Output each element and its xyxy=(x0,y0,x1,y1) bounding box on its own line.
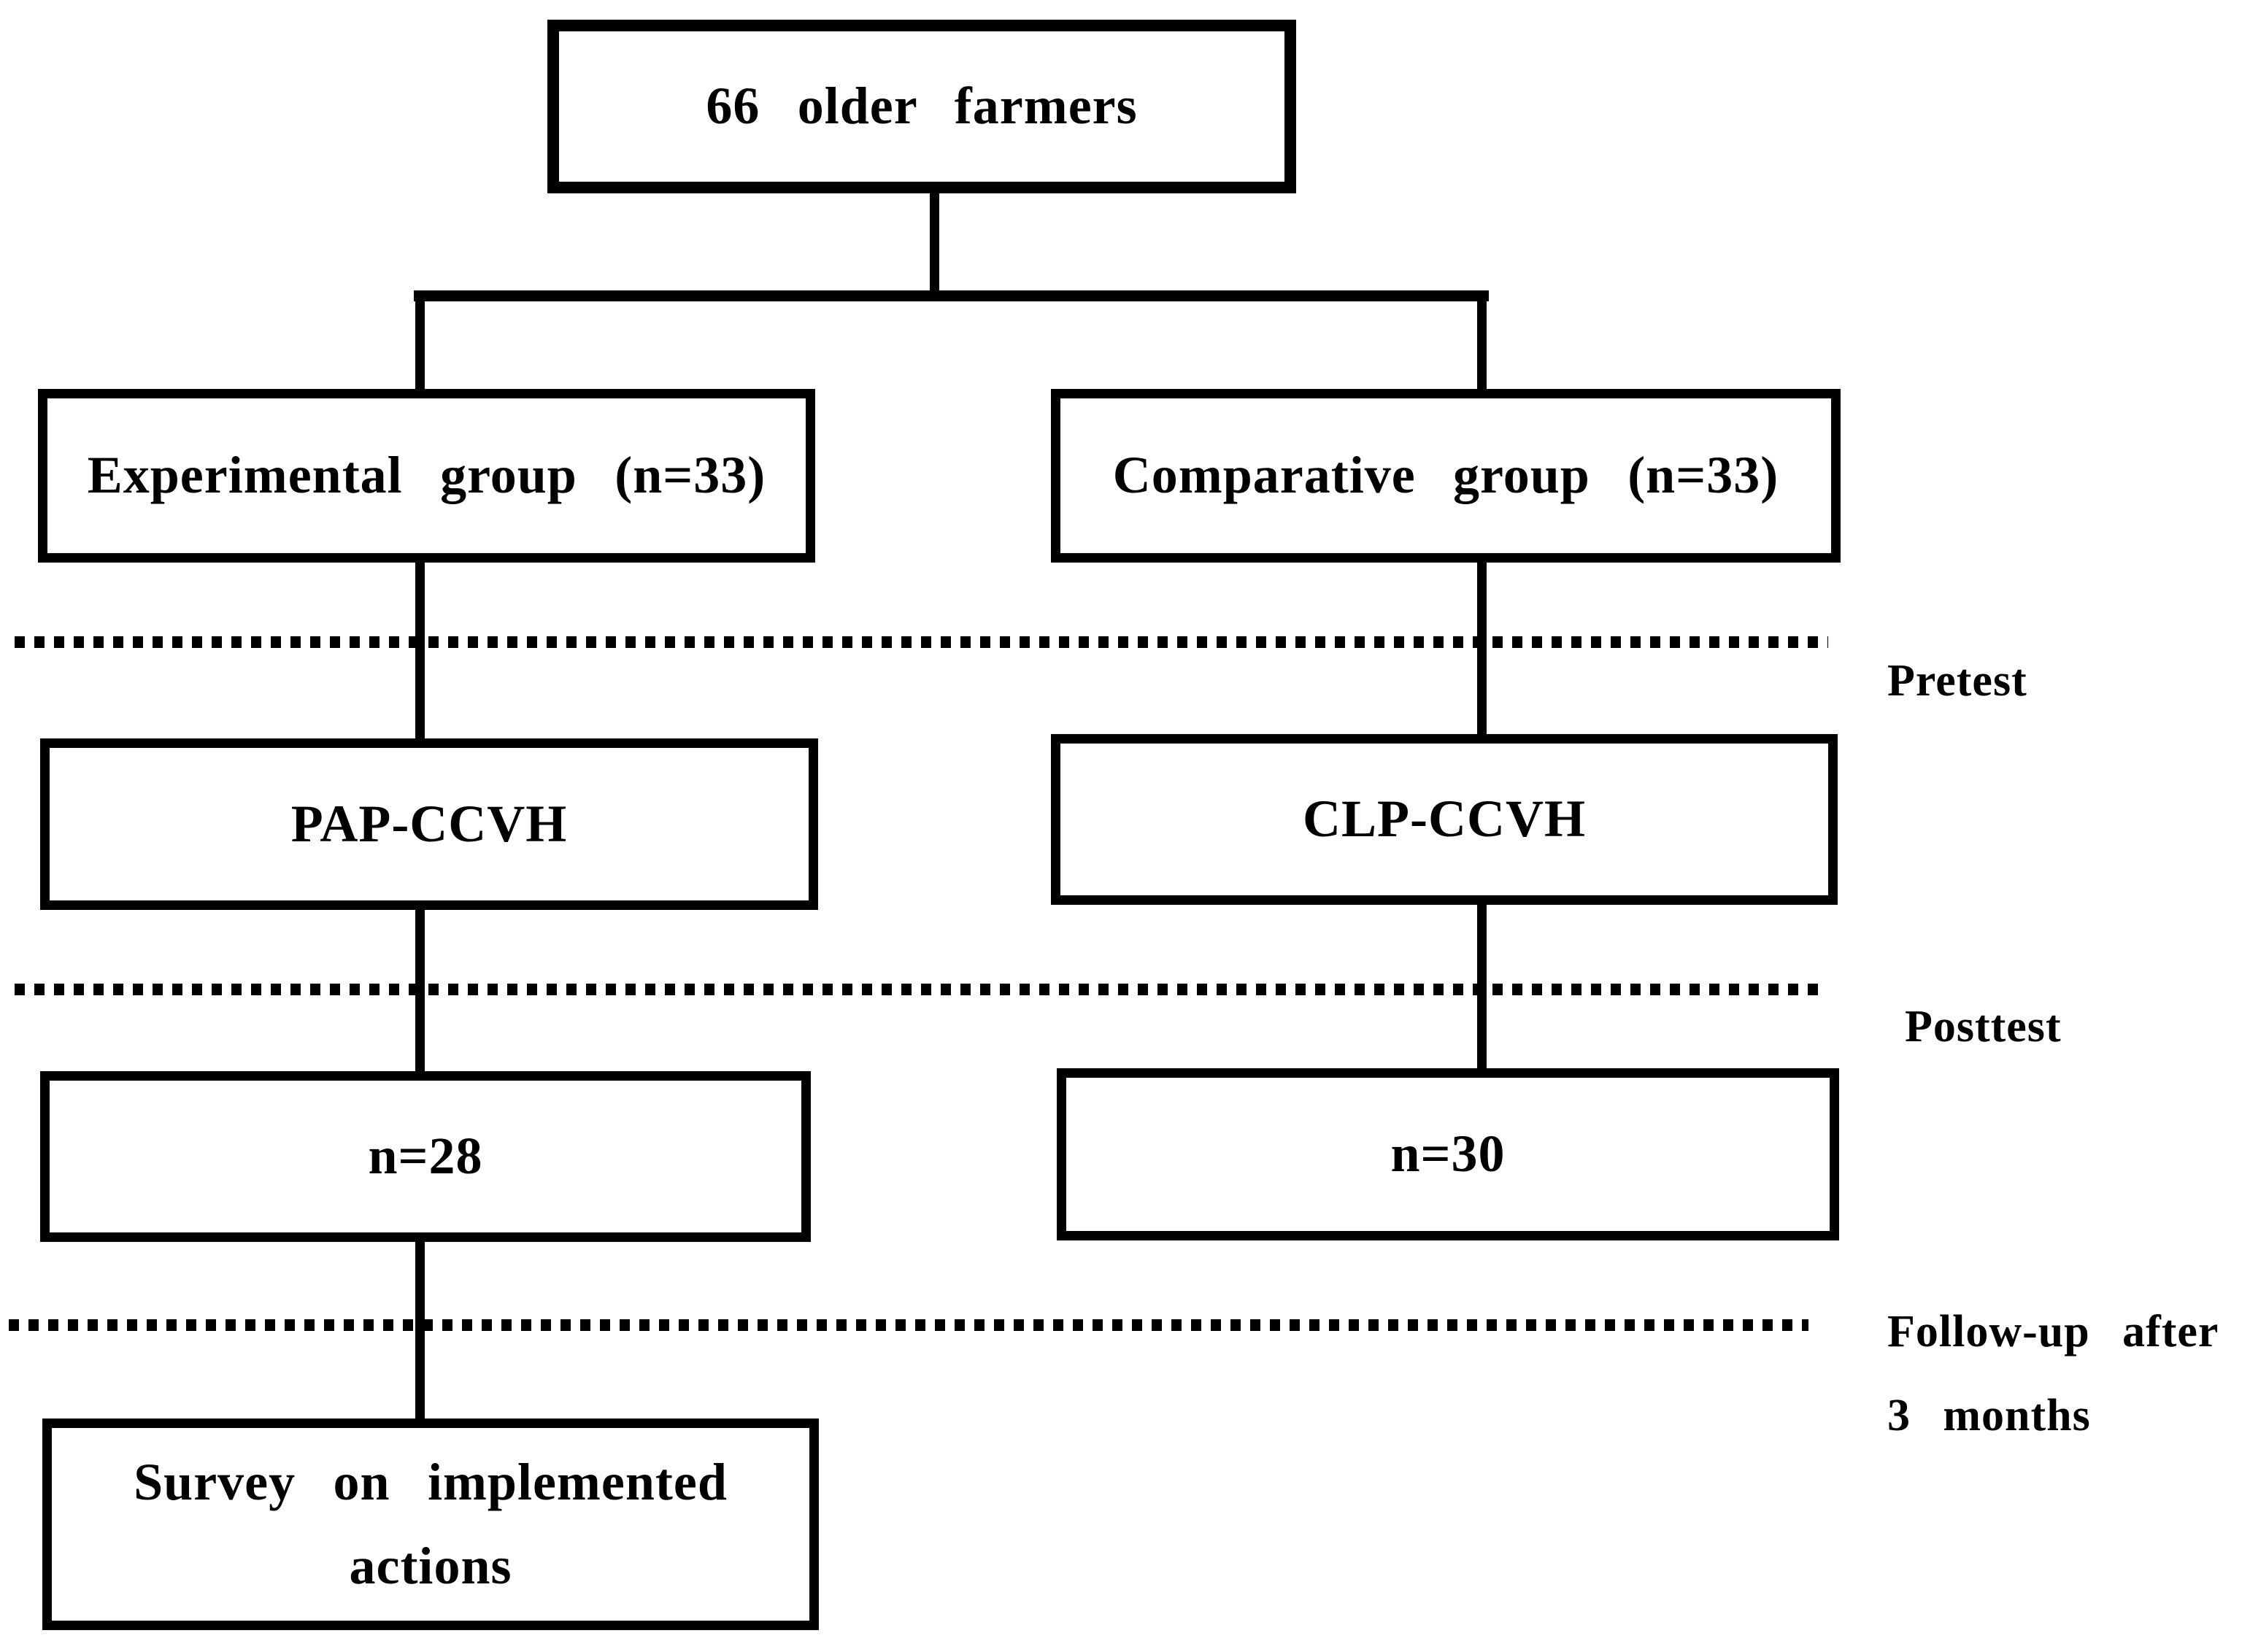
posttest-label: Posttest xyxy=(1905,1002,2062,1051)
pretest-divider-line xyxy=(15,636,1828,648)
node-pap-ccvh-box: PAP-CCVH xyxy=(40,738,818,910)
followup-label-line1: Follow-up after xyxy=(1887,1307,2219,1356)
node-comparative-group-box: Comparative group (n=33) xyxy=(1051,389,1841,563)
pretest-label: Pretest xyxy=(1887,656,2027,706)
connector-branch-right-drop xyxy=(1477,298,1487,391)
node-experimental-group-label: Experimental group (n=33) xyxy=(87,446,766,505)
followup-label-line2: 3 months xyxy=(1887,1390,2091,1440)
node-survey-label-line2: actions xyxy=(349,1537,512,1595)
connector-branch-left-drop xyxy=(415,298,425,391)
followup-label: Follow-up after 3 months xyxy=(1887,1290,2219,1457)
node-comparative-group-label: Comparative group (n=33) xyxy=(1112,446,1779,505)
node-n30-box: n=30 xyxy=(1057,1068,1839,1240)
followup-divider-line xyxy=(9,1319,1808,1331)
node-survey-label-line1: Survey on implemented xyxy=(134,1452,728,1511)
node-survey-box: Survey on implemented actions xyxy=(42,1419,819,1630)
node-n30-label: n=30 xyxy=(1390,1124,1506,1184)
connector-total-stem xyxy=(930,192,939,296)
node-clp-ccvh-label: CLP-CCVH xyxy=(1303,790,1586,849)
connector-experimental-to-pap xyxy=(415,561,425,741)
connector-comparative-to-clp xyxy=(1477,561,1487,736)
node-n28-label: n=28 xyxy=(368,1127,483,1186)
node-pap-ccvh-label: PAP-CCVH xyxy=(290,794,568,853)
node-total-box: 66 older farmers xyxy=(547,20,1296,193)
node-n28-box: n=28 xyxy=(40,1071,811,1242)
node-experimental-group-box: Experimental group (n=33) xyxy=(38,389,815,563)
node-clp-ccvh-box: CLP-CCVH xyxy=(1051,734,1838,905)
connector-branch-bar xyxy=(414,290,1489,301)
node-total-label: 66 older farmers xyxy=(706,77,1138,136)
posttest-divider-line xyxy=(15,984,1821,995)
